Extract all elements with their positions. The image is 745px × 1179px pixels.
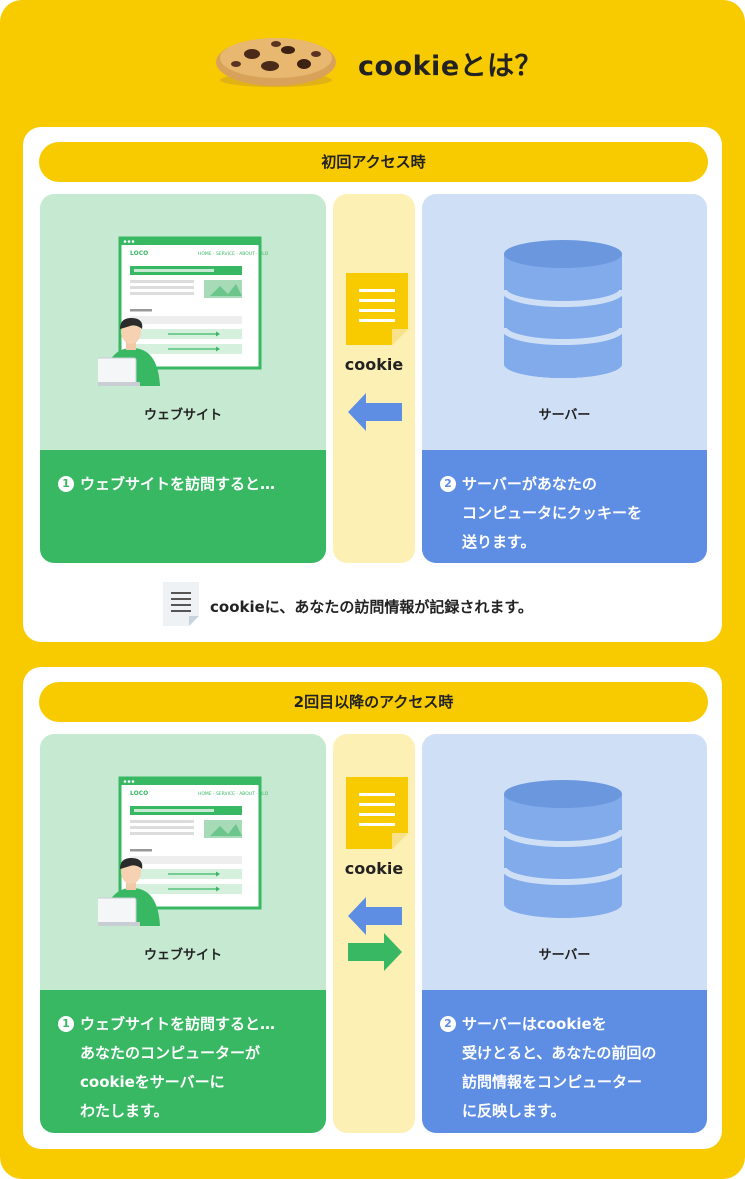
transfer-panel: cookie — [333, 734, 415, 1133]
step-text: わたします。 — [80, 1102, 169, 1120]
website-label: ウェブサイト — [143, 948, 222, 963]
step-text: 受けとると、あなたの前回の — [462, 1044, 657, 1062]
note-text: cookieに、あなたの訪問情報が記録されます。 — [210, 598, 533, 616]
step-text: コンピュータにクッキーを — [462, 504, 643, 522]
server-label: サーバー — [538, 408, 591, 423]
section-first-access: 初回アクセス時 LOCO HOME · SERVICE · ABOUT · BL… — [23, 127, 722, 642]
website-panel: LOCO HOME · SERVICE · ABOUT · BLOG — [40, 194, 326, 563]
website-panel: LOCO HOME · SERVICE · ABOUT · BLOG — [40, 734, 326, 1133]
arrow-right-icon — [348, 933, 402, 971]
cookie-icon — [216, 38, 336, 87]
step-text: ウェブサイトを訪問すると… — [80, 1015, 276, 1033]
step-text: に反映します。 — [462, 1102, 566, 1120]
website-illustration-icon: LOCO HOME · SERVICE · ABOUT · BLOG — [98, 236, 268, 386]
step-2-box: 2 サーバーがあなたの コンピュータにクッキーを 送ります。 — [422, 450, 707, 563]
step-text: サーバーはcookieを — [462, 1015, 607, 1033]
database-server-icon — [502, 240, 624, 378]
step-text: ウェブサイトを訪問すると… — [80, 475, 276, 493]
step-number-badge: 2 — [440, 1016, 456, 1032]
step-1-box: 1 ウェブサイトを訪問すると… — [40, 450, 326, 563]
transfer-panel: cookie — [333, 194, 415, 563]
server-label: サーバー — [538, 948, 591, 963]
cookie-label: cookie — [344, 355, 404, 374]
step-number-badge: 1 — [58, 476, 74, 492]
step-text: 送ります。 — [462, 533, 536, 551]
page-title: cookieとは？ — [358, 51, 543, 82]
step-number-badge: 1 — [58, 1016, 74, 1032]
step-2: 2 サーバーがあなたの コンピュータにクッキーを 送ります。 — [440, 470, 697, 557]
svg-text:HOME · SERVICE · ABOUT · BLOG: HOME · SERVICE · ABOUT · BLOG — [198, 251, 268, 257]
website-label: ウェブサイト — [143, 408, 222, 423]
server-panel: サーバー 2 サーバーがあなたの コンピュータにクッキーを 送ります。 — [422, 194, 707, 563]
step-1-box: 1 ウェブサイトを訪問すると… あなたのコンピューターが cookieをサーバー… — [40, 990, 326, 1133]
step-text: cookieをサーバーに — [80, 1073, 225, 1091]
section-title: 2回目以降のアクセス時 — [39, 682, 708, 722]
step-1: 1 ウェブサイトを訪問すると… — [58, 470, 316, 499]
step-1: 1 ウェブサイトを訪問すると… あなたのコンピューターが cookieをサーバー… — [58, 1010, 316, 1126]
section-title: 初回アクセス時 — [39, 142, 708, 182]
document-icon — [163, 582, 199, 626]
server-panel: サーバー 2 サーバーはcookieを 受けとると、あなたの前回の 訪問情報をコ… — [422, 734, 707, 1133]
arrow-left-icon — [348, 897, 402, 935]
arrow-left-icon — [348, 393, 402, 431]
header: cookieとは？ — [0, 22, 745, 102]
website-illustration-icon: LOCO HOME · SERVICE · ABOUT · BLOG — [98, 776, 268, 926]
cookie-document-icon — [346, 273, 408, 345]
step-number-badge: 2 — [440, 476, 456, 492]
cookie-label: cookie — [344, 859, 404, 878]
database-server-icon — [502, 780, 624, 918]
svg-text:LOCO: LOCO — [130, 250, 148, 257]
step-2-box: 2 サーバーはcookieを 受けとると、あなたの前回の 訪問情報をコンピュータ… — [422, 990, 707, 1133]
svg-text:LOCO: LOCO — [130, 790, 148, 797]
svg-text:HOME · SERVICE · ABOUT · BLOG: HOME · SERVICE · ABOUT · BLOG — [198, 791, 268, 797]
step-text: サーバーがあなたの — [462, 475, 597, 493]
step-text: あなたのコンピューターが — [80, 1044, 261, 1062]
step-2: 2 サーバーはcookieを 受けとると、あなたの前回の 訪問情報をコンピュータ… — [440, 1010, 697, 1126]
section-repeat-access: 2回目以降のアクセス時 LOCO HOME · SERVICE · ABOUT … — [23, 667, 722, 1149]
cookie-document-icon — [346, 777, 408, 849]
step-text: 訪問情報をコンピューター — [462, 1073, 643, 1091]
